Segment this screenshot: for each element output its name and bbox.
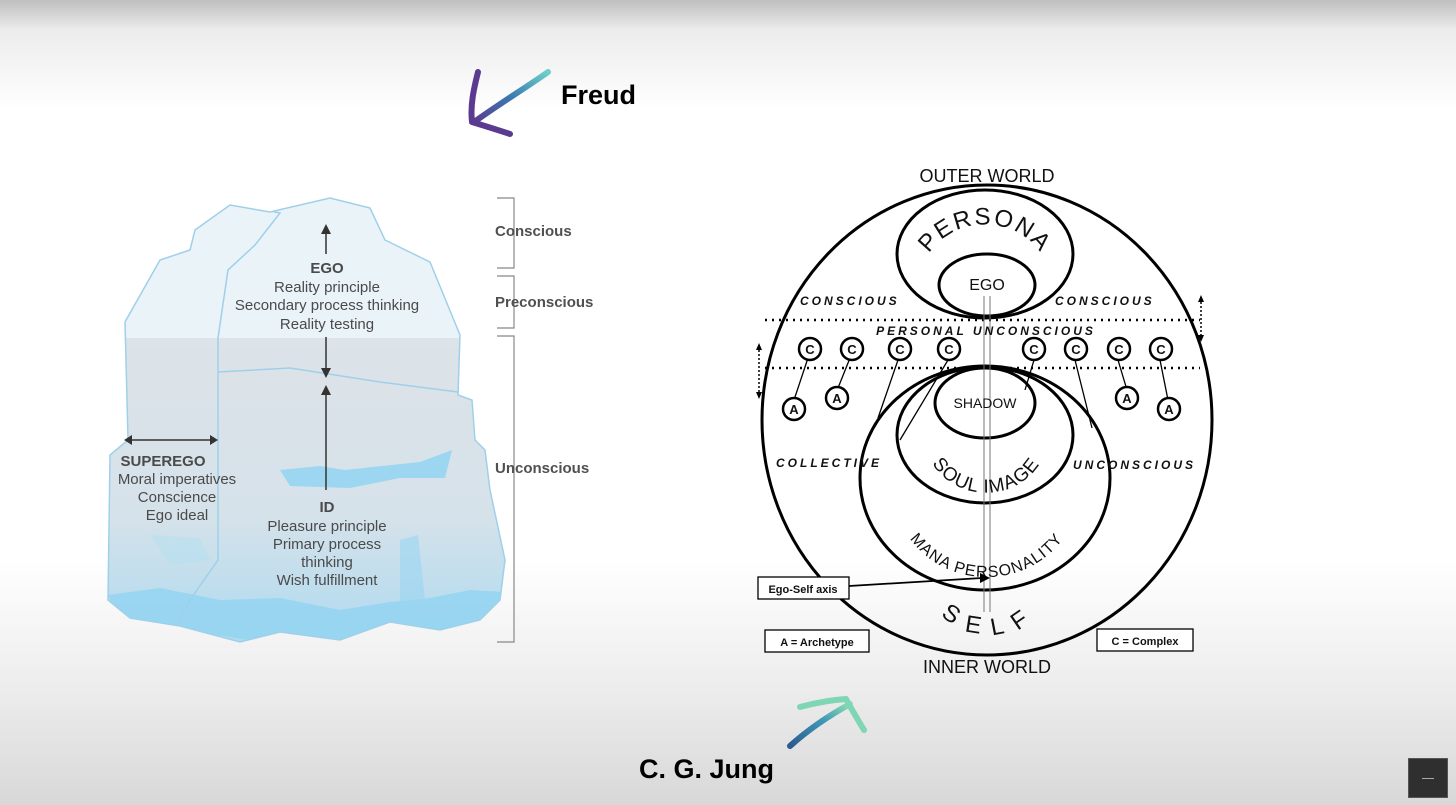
- superego-line: Moral imperatives: [118, 471, 236, 488]
- psyche-outer-circle: [760, 183, 1214, 657]
- freud-iceberg: EGO Reality principle Secondary process …: [107, 197, 593, 643]
- level-unconscious: Unconscious: [495, 460, 589, 477]
- iceberg-outline: [107, 197, 506, 643]
- freud-label: Freud: [561, 80, 637, 110]
- ego-self-axis-box: [757, 576, 850, 600]
- ego-line: Reality principle: [274, 279, 380, 296]
- outer-world-label: OUTER WORLD: [920, 166, 1055, 186]
- complex-label: C: [944, 342, 954, 357]
- superego-heading: SUPEREGO: [120, 453, 205, 470]
- superego-line: Conscience: [138, 489, 216, 506]
- conscious-right-label: CONSCIOUS: [1055, 294, 1155, 308]
- complex-label: C: [1156, 342, 1166, 357]
- complex-label: C: [1071, 342, 1081, 357]
- ego-heading: EGO: [310, 260, 344, 277]
- archetype-label: A: [832, 391, 842, 406]
- level-brackets: [497, 197, 515, 643]
- complex-label: C: [1029, 342, 1039, 357]
- archetype-label: A: [1164, 402, 1174, 417]
- ego-self-axis-pointer: [848, 577, 983, 587]
- personal-unconscious-label: PERSONAL UNCONSCIOUS: [876, 324, 1096, 338]
- id-line: thinking: [301, 554, 353, 571]
- ego-line: Secondary process thinking: [235, 297, 419, 314]
- level-conscious: Conscious: [495, 223, 572, 240]
- legend-archetype-box: [764, 629, 870, 653]
- conscious-left-label: CONSCIOUS: [800, 294, 900, 308]
- legend-complex-box: [1096, 628, 1194, 652]
- ego-line: Reality testing: [280, 316, 374, 333]
- id-line: Wish fulfillment: [277, 572, 379, 589]
- archetype-label: A: [789, 402, 799, 417]
- unconscious-right-label: UNCONSCIOUS: [1073, 458, 1196, 472]
- jung-label: C. G. Jung: [639, 754, 774, 784]
- id-line: Primary process: [273, 536, 381, 553]
- complex-markers: C C C C C C C C: [797, 336, 1174, 362]
- player-control-button[interactable]: [1408, 758, 1448, 798]
- control-icon: [1422, 778, 1434, 779]
- ego-self-axis-label: Ego-Self axis: [768, 584, 837, 596]
- archetype-markers: A A A A: [781, 385, 1182, 422]
- complex-label: C: [1114, 342, 1124, 357]
- ego-label: EGO: [969, 277, 1005, 294]
- complex-label: C: [805, 342, 815, 357]
- ego-circle: [937, 252, 1037, 318]
- freud-arrow-icon: [468, 69, 551, 137]
- collective-label: COLLECTIVE: [776, 456, 882, 470]
- shadow-label: SHADOW: [954, 395, 1018, 411]
- complex-label: C: [847, 342, 857, 357]
- jung-arrow-icon: [787, 696, 867, 749]
- complex-label: C: [895, 342, 905, 357]
- id-heading: ID: [320, 499, 335, 516]
- side-arrows: [756, 295, 1204, 399]
- archetype-label: A: [1122, 391, 1132, 406]
- legend-complex: C = Complex: [1112, 636, 1180, 648]
- legend-archetype: A = Archetype: [780, 637, 853, 649]
- soul-image-label: SOUL IMAGE: [928, 454, 1044, 498]
- inner-world-label: INNER WORLD: [923, 657, 1051, 677]
- shadow-circle: [933, 366, 1037, 440]
- jung-psyche-diagram: C C C C C C C C A A A A: [756, 166, 1214, 677]
- superego-line: Ego ideal: [146, 507, 209, 524]
- id-line: Pleasure principle: [267, 518, 386, 535]
- level-preconscious: Preconscious: [495, 294, 593, 311]
- mana-personality-label: MANA PERSONALITY: [907, 530, 1067, 581]
